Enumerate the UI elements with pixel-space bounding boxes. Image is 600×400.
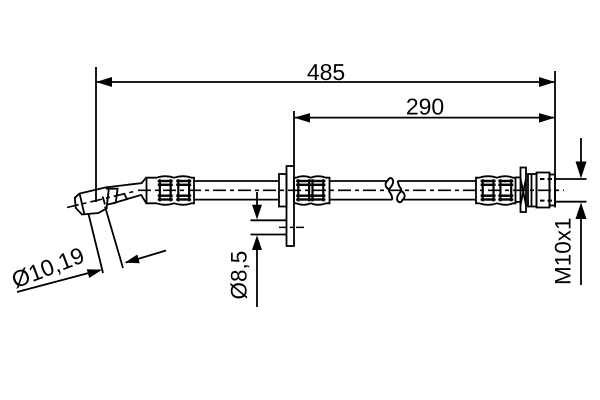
svg-text:Ø10,19: Ø10,19 bbox=[8, 242, 88, 293]
svg-text:Ø8,5: Ø8,5 bbox=[227, 251, 252, 300]
svg-text:485: 485 bbox=[307, 59, 345, 85]
svg-text:M10x1: M10x1 bbox=[551, 217, 576, 285]
svg-text:290: 290 bbox=[406, 94, 444, 120]
